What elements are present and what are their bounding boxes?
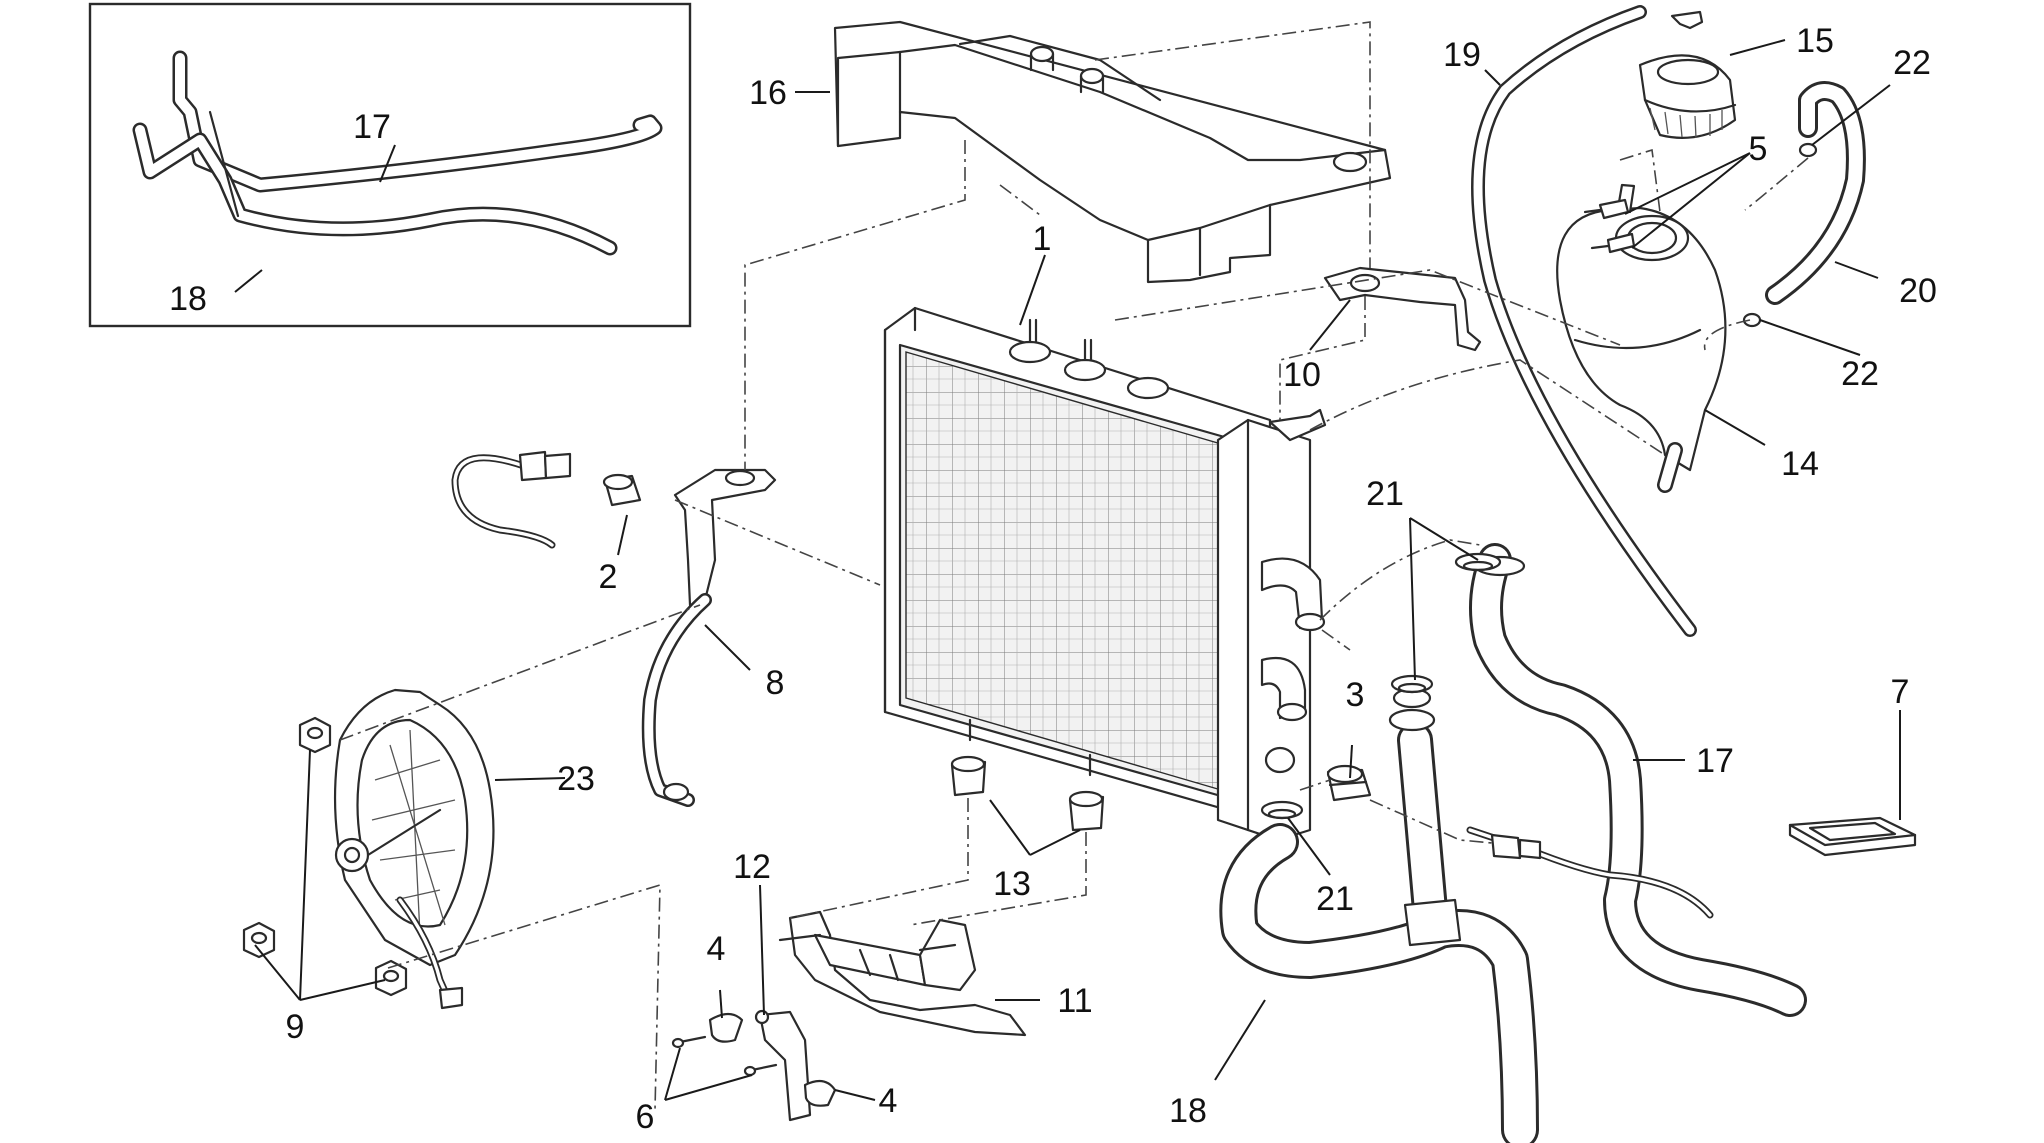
- lower-bracket-11: [778, 910, 1027, 1037]
- grommets-13: [950, 755, 1105, 832]
- callout-2: 2: [599, 558, 618, 596]
- callout-15: 15: [1796, 22, 1834, 60]
- callout-7: 7: [1891, 673, 1910, 711]
- hose-18: [1219, 687, 1539, 1143]
- inset-detail-box: [88, 2, 692, 328]
- hose-17: [1469, 543, 1807, 1017]
- overflow-hose-19: [1471, 5, 1697, 637]
- plate-12: [754, 1009, 812, 1122]
- inset-hose-18: [132, 110, 618, 256]
- nuts-9: [242, 716, 408, 997]
- callout-11: 11: [1057, 982, 1092, 1020]
- callout-17-inset: 17: [353, 108, 391, 146]
- callout-labels: 1 2 3 4 4 5 6 7 8 9 10 11 12 13 14 15 16…: [169, 22, 1937, 1136]
- hose-clamps-21: [1260, 552, 1502, 820]
- callout-18-inset: 18: [169, 280, 207, 318]
- radiator-cap: [1638, 10, 1737, 139]
- screws-6: [671, 1035, 778, 1077]
- small-bracket-10: [1323, 266, 1482, 352]
- callout-12: 12: [733, 848, 771, 886]
- callout-8: 8: [766, 664, 785, 702]
- assembly-lines: [339, 21, 1809, 1111]
- callout-5: 5: [1749, 130, 1768, 168]
- top-mounting-bracket: [833, 20, 1392, 284]
- fan-bracket-8: [641, 468, 777, 807]
- inset-hose-17: [172, 50, 663, 193]
- callout-4-top: 4: [707, 930, 726, 968]
- callout-22-bottom: 22: [1841, 355, 1879, 393]
- callout-18-main: 18: [1169, 1092, 1207, 1130]
- callout-13: 13: [993, 865, 1031, 903]
- temperature-sensor-2: [451, 450, 642, 549]
- callout-16: 16: [749, 74, 787, 112]
- screws-5: [1583, 198, 1636, 254]
- callout-21-bottom: 21: [1316, 880, 1354, 918]
- hose-20: [1742, 81, 1866, 328]
- leader-lines: [234, 39, 1901, 1101]
- cooling-fan-23: [333, 688, 495, 1010]
- callout-1: 1: [1033, 220, 1052, 258]
- callout-3: 3: [1346, 676, 1365, 714]
- thermo-switch-3: [1326, 764, 1372, 802]
- callout-19: 19: [1443, 36, 1481, 74]
- pad-7: [1788, 816, 1917, 857]
- callout-6: 6: [636, 1098, 655, 1136]
- callout-23: 23: [557, 760, 595, 798]
- callout-22-top: 22: [1893, 44, 1931, 82]
- callout-21-top: 21: [1366, 475, 1404, 513]
- radiator-core: [883, 306, 1327, 842]
- callout-10: 10: [1283, 356, 1321, 394]
- callout-17-main: 17: [1696, 742, 1734, 780]
- expansion-tank: [1556, 183, 1727, 493]
- callout-4-bottom: 4: [879, 1082, 898, 1120]
- wire-harness-right: [1466, 826, 1714, 919]
- callout-20: 20: [1899, 272, 1937, 310]
- callout-9: 9: [286, 1008, 305, 1046]
- callout-14: 14: [1781, 445, 1819, 483]
